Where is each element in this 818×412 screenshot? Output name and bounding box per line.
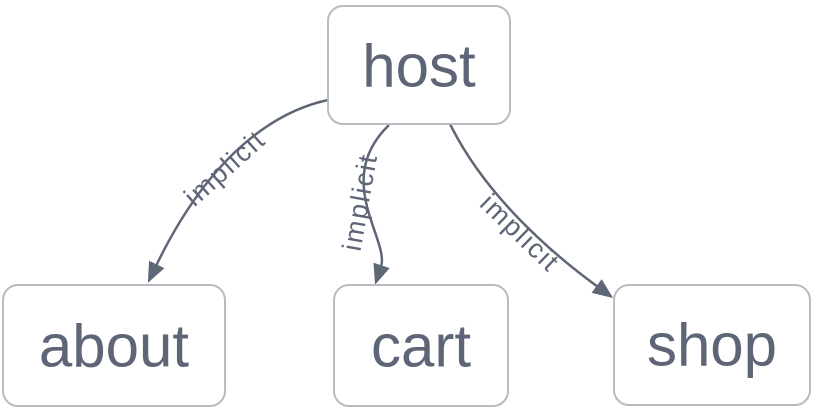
edge-host-about: implicit [147,98,329,283]
edge-host-cart: implicit [337,124,390,285]
node-shop: shop [613,284,811,406]
node-host-label: host [362,33,476,100]
node-host-box [327,5,511,125]
edge-label-host-about: implicit [178,124,271,212]
edge-host-shop: implicit [448,123,614,299]
edge-label-host-shop: implicit [474,188,566,278]
node-shop-box [613,284,811,406]
edge-path-host-about [147,98,329,283]
node-shop-label: shop [647,312,777,379]
node-cart-label: cart [371,313,471,380]
node-cart: cart [333,284,509,407]
node-about-box [2,284,226,407]
node-about-label: about [39,313,189,380]
node-host: host [327,5,511,125]
edge-path-host-cart [362,124,390,285]
node-about: about [2,284,226,407]
edge-path-host-shop [448,123,614,299]
node-cart-box [333,284,509,407]
